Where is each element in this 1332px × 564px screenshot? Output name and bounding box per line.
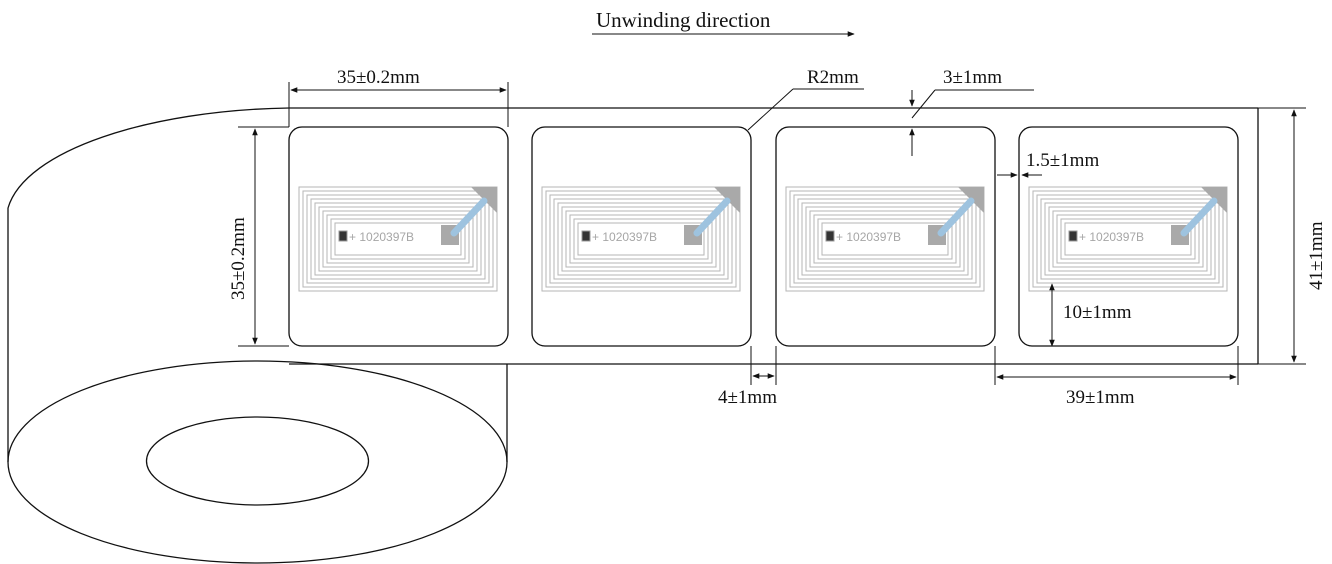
label-width-text: 35±0.2mm <box>337 67 420 88</box>
roll-core <box>145 416 370 506</box>
antenna-coil-loop <box>1056 214 1200 264</box>
dim-corner-radius: R2mm <box>747 67 864 131</box>
roll-width-text: 41±1mm <box>1306 221 1327 290</box>
chip-icon <box>581 230 591 242</box>
dim-pitch: 39±1mm <box>994 346 1239 408</box>
antenna-coil-loop <box>1032 190 1224 288</box>
antenna-coil-loop <box>565 210 717 268</box>
chip-code: + 1020397B <box>1079 230 1144 244</box>
antenna-inlay: + 1020397B <box>1028 186 1228 292</box>
antenna-coil-loop <box>318 206 478 272</box>
antenna-inlay: + 1020397B <box>541 186 741 292</box>
dim-top-margin: 3±1mm <box>909 67 1034 156</box>
antenna-coil-loop <box>1048 206 1208 272</box>
antenna-coil-loop <box>801 202 969 276</box>
antenna-coil-loop <box>557 202 725 276</box>
dim-gap: 4±1mm <box>718 346 777 408</box>
antenna-coil-loop <box>789 190 981 288</box>
antenna-center <box>337 225 459 253</box>
antenna-coil-loop <box>298 186 498 292</box>
chip-code: + 1020397B <box>836 230 901 244</box>
label-3 <box>775 126 996 347</box>
antenna-coil-loop <box>330 218 466 260</box>
antenna-coil-loop <box>573 218 709 260</box>
chip-icon <box>825 230 835 242</box>
chip-code: + 1020397B <box>592 230 657 244</box>
corner-radius-text: R2mm <box>807 67 859 88</box>
antenna-coil-loop <box>1052 210 1204 268</box>
antenna-coil-loop <box>541 186 741 292</box>
chip-code: + 1020397B <box>349 230 414 244</box>
antenna-coil-loop <box>549 194 733 284</box>
dim-roll-width: 41±1mm <box>1258 107 1327 365</box>
antenna-coil-loop <box>805 206 965 272</box>
label-height-text: 35±0.2mm <box>228 217 249 300</box>
antenna-inlay: + 1020397B <box>298 186 498 292</box>
dim-label-height: 35±0.2mm <box>228 126 289 347</box>
antenna-coil-loop <box>561 206 721 272</box>
gap-text: 4±1mm <box>718 387 777 408</box>
antenna-coil-loop <box>793 194 977 284</box>
antenna-bridge <box>937 197 975 237</box>
antenna-coil-loop <box>813 214 957 264</box>
antenna-coil-loop <box>1028 186 1228 292</box>
dim-side-margin: 1.5±1mm <box>997 150 1099 178</box>
label-4 <box>1018 126 1239 347</box>
antenna-coil-loop <box>302 190 494 288</box>
antenna-coil-loop <box>310 198 486 280</box>
antenna-coil-loop <box>326 214 470 264</box>
label-outlines <box>288 126 1239 347</box>
pitch-text: 39±1mm <box>1066 387 1135 408</box>
antenna-coil-loop <box>797 198 973 280</box>
dim-antenna-offset: 10±1mm <box>1049 283 1132 347</box>
antenna-coil-loop <box>577 222 705 256</box>
antenna-bridge <box>450 197 488 237</box>
antenna-coil-loop <box>314 202 482 276</box>
antenna-coil-loop <box>817 218 953 260</box>
antenna-coil-loop <box>809 210 961 268</box>
chip-icon <box>1068 230 1078 242</box>
antenna-coil-loop <box>334 222 462 256</box>
antenna-coil-loop <box>553 198 729 280</box>
antenna-coil-loop <box>1044 202 1212 276</box>
label-1 <box>288 126 509 347</box>
antenna-coil-loop <box>821 222 949 256</box>
unwinding-direction-title: Unwinding direction <box>596 8 771 32</box>
antenna-center <box>580 225 702 253</box>
antenna-coil-loop <box>1060 218 1196 260</box>
antenna-inlay: + 1020397B <box>785 186 985 292</box>
side-margin-text: 1.5±1mm <box>1026 150 1099 171</box>
antenna-coil-loop <box>1064 222 1192 256</box>
antenna-coil-loop <box>322 210 474 268</box>
label-roll <box>7 107 1259 564</box>
antenna-coil-loop <box>569 214 713 264</box>
antenna-coil-loop <box>785 186 985 292</box>
antenna-offset-text: 10±1mm <box>1063 302 1132 323</box>
antenna-coil-loop <box>1036 194 1220 284</box>
antenna-bridge <box>1180 197 1218 237</box>
chip-icon <box>338 230 348 242</box>
antenna-inlays: + 1020397B + 1020397B + 1020397B + 1020397B <box>298 186 1228 292</box>
roll-outer-face <box>7 360 508 564</box>
label-2 <box>531 126 752 347</box>
top-margin-text: 3±1mm <box>943 67 1002 88</box>
antenna-bridge <box>693 197 731 237</box>
antenna-coil-loop <box>1040 198 1216 280</box>
antenna-coil-loop <box>545 190 737 288</box>
antenna-coil-loop <box>306 194 490 284</box>
antenna-center <box>824 225 946 253</box>
antenna-center <box>1067 225 1189 253</box>
dim-label-width: 35±0.2mm <box>288 67 509 127</box>
